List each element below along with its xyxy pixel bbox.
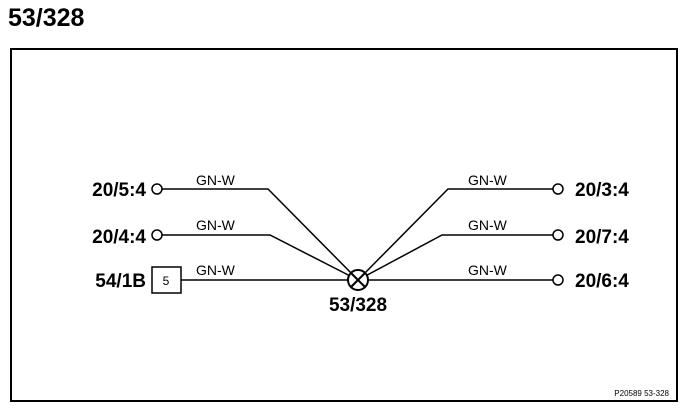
terminal-label-left-2: 20/4:4 xyxy=(92,227,146,248)
wire-right-2 xyxy=(357,234,553,281)
wire-color-left-2: GN-W xyxy=(196,217,236,233)
connector-pin-right-2 xyxy=(552,229,564,241)
wire-color-left-1: GN-W xyxy=(196,172,236,188)
connector-pin-left-2 xyxy=(151,229,163,241)
wire-right-1 xyxy=(357,188,553,281)
wire-left-2 xyxy=(162,234,359,281)
wire-color-right-1: GN-W xyxy=(468,172,508,188)
page-title: 53/328 xyxy=(8,4,85,32)
terminal-label-left-1: 20/5:4 xyxy=(92,180,146,201)
diagram-frame xyxy=(10,48,678,402)
connector-pin-right-1 xyxy=(552,183,564,195)
terminal-label-right-1: 20/3:4 xyxy=(575,180,629,201)
connector-pin-right-3 xyxy=(552,274,564,286)
footer-code: P20589 53-328 xyxy=(614,389,669,398)
wire-color-right-2: GN-W xyxy=(468,217,508,233)
connector-pin-left-1 xyxy=(151,183,163,195)
splice-icon xyxy=(347,269,369,291)
connector-box-label: 5 xyxy=(163,274,170,288)
wire-color-right-3: GN-W xyxy=(468,262,508,278)
terminal-label-left-3: 54/1B xyxy=(95,271,146,292)
wire-color-left-3: GN-W xyxy=(196,262,236,278)
terminal-label-right-3: 20/6:4 xyxy=(575,271,629,292)
splice-label: 53/328 xyxy=(329,295,387,316)
wire-left-1 xyxy=(162,188,359,281)
connector-box xyxy=(151,266,182,294)
terminal-label-right-2: 20/7:4 xyxy=(575,227,629,248)
